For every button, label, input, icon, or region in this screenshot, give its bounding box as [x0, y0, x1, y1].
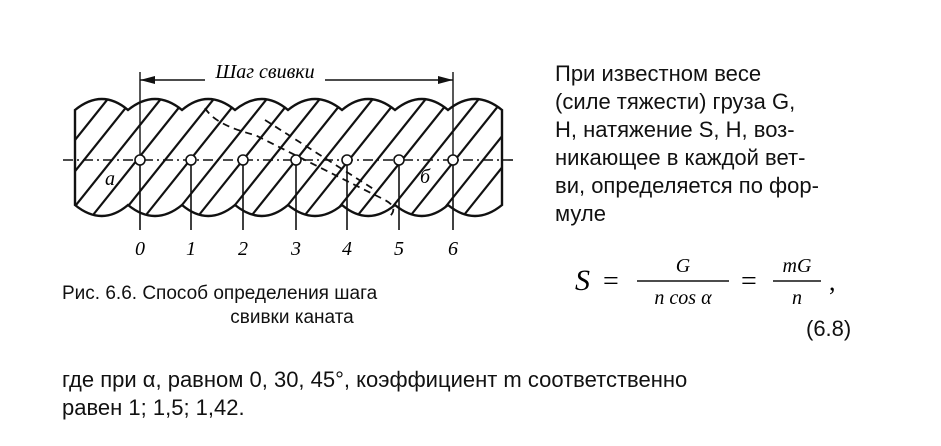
formula-numerator-2: mG — [783, 255, 812, 277]
paragraph-line-5: ви, определяется по фор- — [555, 173, 819, 198]
label-a: а — [105, 168, 115, 190]
tick-label-2: 2 — [238, 238, 248, 260]
tick-label-3: 3 — [290, 238, 301, 260]
paragraph-line-2: (силе тяжести) груза G, — [555, 89, 796, 114]
formula-comma: , — [829, 267, 836, 296]
formula-svg: S = G n cos α = mG n , — [575, 255, 836, 309]
figure-caption: Рис. 6.6. Способ определения шага свивки… — [62, 282, 522, 330]
paragraph-line-6: муле — [555, 201, 606, 226]
rope-lay-figure: Шаг свивки а б 0 1 2 3 4 5 6 — [55, 50, 525, 270]
tick-label-6: 6 — [448, 238, 458, 260]
formula-denominator-1: n cos α — [654, 287, 712, 309]
bottom-paragraph: где при α, равном 0, 30, 45°, коэффициен… — [62, 366, 892, 422]
formula: S = G n cos α = mG n , — [575, 250, 865, 310]
tick-label-4: 4 — [342, 238, 352, 260]
formula-lhs: S — [575, 264, 590, 297]
traced-strand-dashed — [204, 107, 395, 219]
paragraph-line-3: Н, натяжение S, Н, воз- — [555, 117, 795, 142]
tick-label-1: 1 — [186, 238, 196, 260]
equation-number: (6.8) — [806, 316, 852, 341]
strand-markers — [134, 154, 459, 230]
caption-line-2: свивки каната — [230, 307, 354, 328]
bottom-line-1: где при α, равном 0, 30, 45°, коэффициен… — [62, 367, 688, 392]
lay-length-label: Шаг свивки — [214, 61, 314, 83]
paragraph-line-4: никающее в каждой вет- — [555, 145, 806, 170]
formula-denominator-2: n — [792, 287, 802, 309]
right-paragraph: При известном весе (силе тяжести) груза … — [555, 60, 885, 228]
tick-label-5: 5 — [394, 238, 404, 260]
paragraph-line-1: При известном весе — [555, 61, 762, 86]
rope-drawing: Шаг свивки а б 0 1 2 3 4 5 6 — [63, 61, 517, 260]
caption-line-1: Рис. 6.6. Способ определения шага — [62, 283, 378, 304]
formula-numerator-1: G — [676, 255, 691, 277]
bottom-line-2: равен 1; 1,5; 1,42. — [62, 395, 245, 420]
label-b: б — [420, 166, 431, 188]
formula-equals-1: = — [603, 266, 619, 297]
tick-label-0: 0 — [135, 238, 145, 260]
formula-equals-2: = — [741, 266, 757, 297]
